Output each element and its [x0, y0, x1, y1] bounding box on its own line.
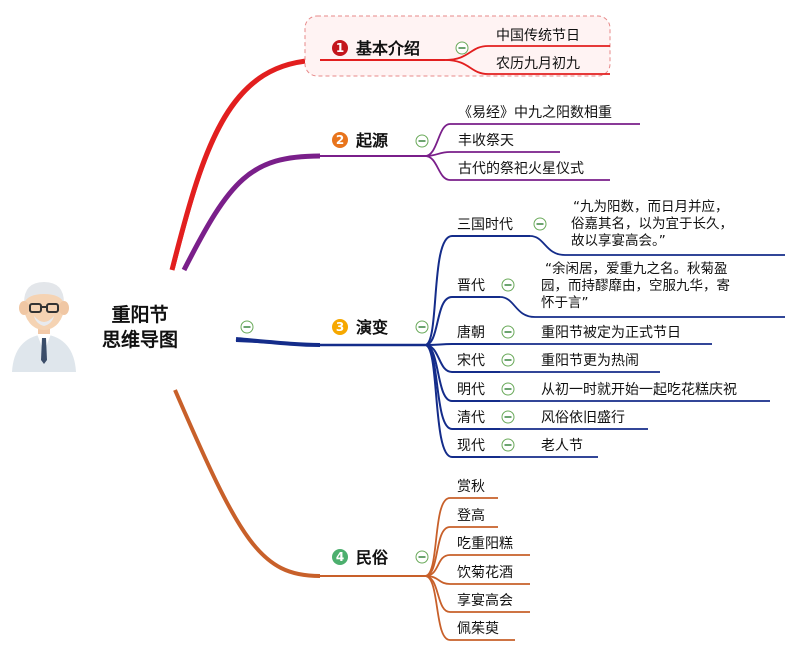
era-detail: 怀于言” — [541, 295, 589, 311]
origin-collapse-icon[interactable] — [415, 134, 429, 148]
era-collapse-icon[interactable] — [501, 278, 515, 292]
era-label: 宋代 — [457, 353, 485, 369]
era-label: 清代 — [457, 410, 485, 426]
era-collapse-icon[interactable] — [501, 353, 515, 367]
era-detail: 老人节 — [541, 438, 583, 454]
branch-label-evolution: 演变 — [356, 318, 388, 337]
basic-item: 农历九月初九 — [496, 55, 580, 72]
center-title-line1: 重阳节 — [111, 304, 168, 326]
branch-number-3: 3 — [332, 319, 348, 335]
branch-label-basic: 基本介绍 — [355, 39, 420, 58]
era-label: 三国时代 — [457, 217, 513, 233]
era-detail: 风俗依旧盛行 — [541, 410, 625, 426]
svg-text:1: 1 — [336, 41, 344, 55]
custom-collapse-icon[interactable] — [415, 550, 429, 564]
era-detail: 俗嘉其名，以为宜于长久， — [571, 216, 733, 232]
era-detail: “九为阳数，而日月并应， — [573, 198, 729, 215]
center-collapse-icon[interactable] — [240, 320, 254, 334]
era-detail: 园，而持醪靡由，空服九华，寄 — [541, 277, 730, 294]
svg-text:3: 3 — [336, 320, 344, 334]
svg-text:4: 4 — [336, 550, 344, 564]
branch-custom[interactable]: 4 民俗 赏秋 登高 吃重阳糕 饮菊花酒 享宴高会 佩茱萸 — [173, 389, 530, 641]
era-label: 晋代 — [457, 278, 485, 294]
era-label: 明代 — [457, 382, 485, 398]
center-title-line2: 思维导图 — [102, 328, 178, 351]
era-detail: 重阳节被定为正式节日 — [541, 325, 681, 341]
custom-item: 饮菊花酒 — [457, 565, 513, 581]
branch-basic[interactable]: 1 基本介绍 中国传统节日 农历九月初九 — [169, 15, 611, 271]
custom-item: 赏秋 — [457, 479, 485, 495]
origin-item: 丰收祭天 — [458, 133, 514, 149]
basic-item: 中国传统节日 — [496, 28, 580, 44]
era-collapse-icon[interactable] — [501, 410, 515, 424]
origin-item: 古代的祭祀火星仪式 — [458, 161, 584, 177]
era-detail: 故以享宴高会。” — [571, 232, 666, 249]
era-collapse-icon[interactable] — [501, 438, 515, 452]
era-label: 现代 — [457, 438, 485, 454]
svg-text:2: 2 — [336, 133, 344, 147]
era-detail: 重阳节更为热闹 — [541, 353, 639, 369]
era-label: 唐朝 — [457, 324, 485, 341]
era-detail: 从初一时就开始一起吃花糕庆祝 — [541, 381, 737, 398]
branch-evolution[interactable]: 3 演变 三国时代 晋代 唐朝 宋代 明代 清代 现代 — [235, 198, 785, 458]
custom-item: 登高 — [457, 507, 485, 524]
evolution-collapse-icon[interactable] — [415, 320, 429, 334]
branch-number-1: 1 — [332, 40, 348, 56]
era-collapse-icon[interactable] — [501, 382, 515, 396]
era-collapse-icon[interactable] — [501, 325, 515, 339]
branch-number-4: 4 — [332, 549, 348, 565]
custom-item: 佩茱萸 — [457, 621, 499, 637]
branch-number-2: 2 — [332, 132, 348, 148]
old-man-avatar-icon — [5, 278, 76, 378]
era-detail: “余闲居，爱重九之名。秋菊盈 — [545, 260, 728, 277]
basic-collapse-icon[interactable] — [455, 41, 469, 55]
branch-label-custom: 民俗 — [356, 548, 389, 567]
branch-label-origin: 起源 — [355, 131, 388, 150]
branch-origin[interactable]: 2 起源 《易经》中九之阳数相重 丰收祭天 古代的祭祀火星仪式 — [181, 105, 640, 272]
era-collapse-icon[interactable] — [533, 217, 547, 231]
custom-item: 吃重阳糕 — [457, 536, 513, 552]
origin-item: 《易经》中九之阳数相重 — [458, 105, 612, 121]
custom-item: 享宴高会 — [457, 592, 513, 609]
